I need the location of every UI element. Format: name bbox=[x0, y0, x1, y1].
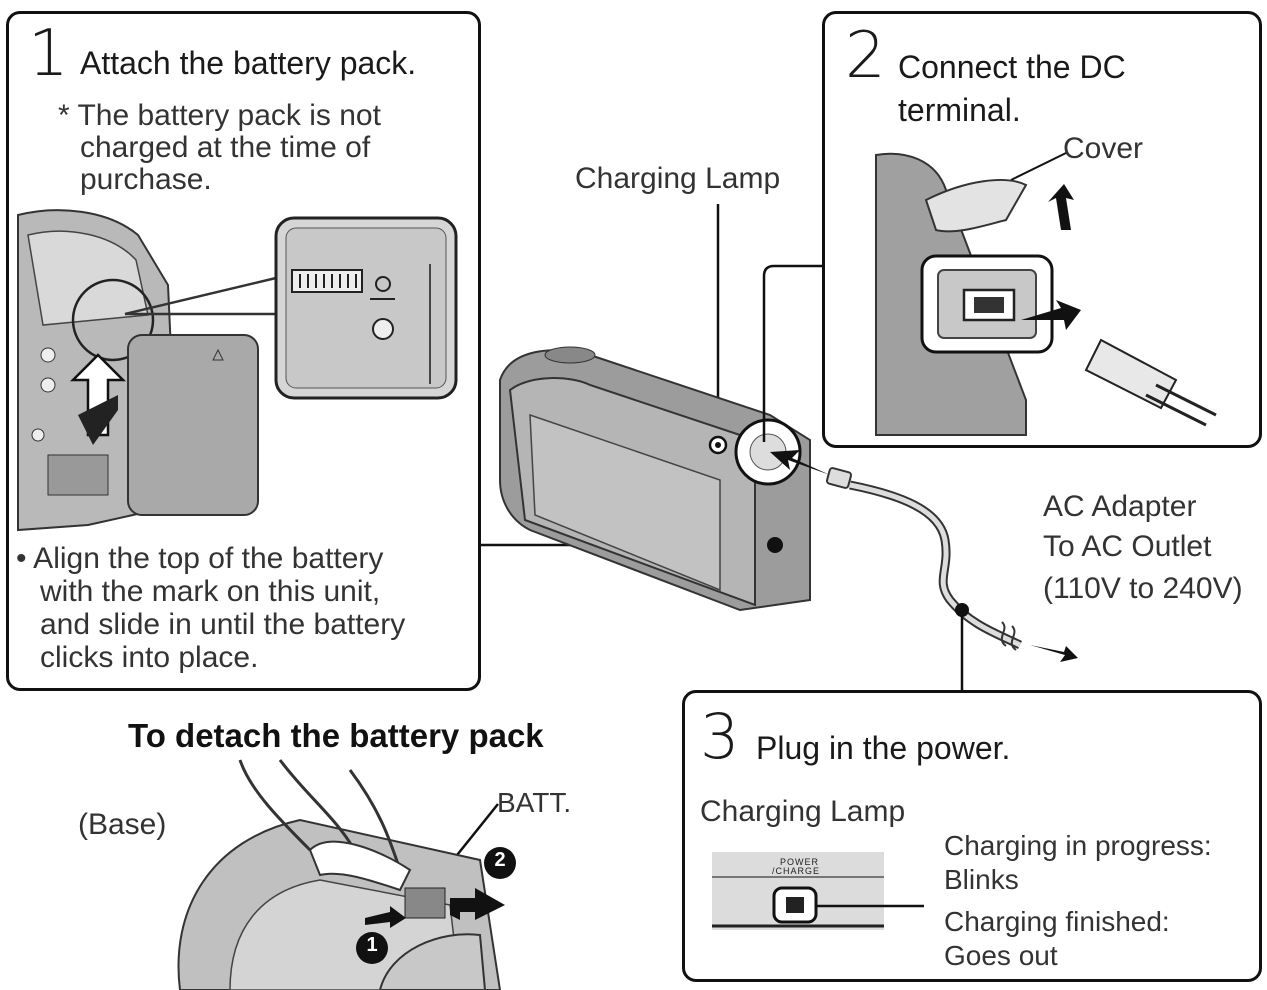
step1-title: Attach the battery pack. bbox=[80, 45, 417, 81]
step3-title: Plug in the power. bbox=[756, 730, 1011, 766]
dc-terminal-illustration bbox=[875, 152, 1217, 436]
step1-note-line-3: purchase. bbox=[80, 163, 212, 196]
step2-title-line-1: Connect the DC bbox=[898, 49, 1126, 85]
status-finished-line-1: Charging finished: bbox=[944, 906, 1170, 937]
step3-lamp-label: Charging Lamp bbox=[700, 795, 906, 828]
batt-label: BATT. bbox=[497, 787, 572, 818]
step2-number: 2 bbox=[845, 19, 886, 93]
battery-attach-illustration bbox=[17, 209, 259, 532]
step1-number: 1 bbox=[28, 17, 69, 91]
step1-instruction-line-1: • Align the top of the battery bbox=[16, 542, 384, 575]
step3-panel bbox=[682, 690, 1262, 982]
adapter-line-2: To AC Outlet bbox=[1043, 530, 1212, 563]
status-progress-line-1: Charging in progress: bbox=[944, 830, 1212, 861]
charging-lamp-panel bbox=[712, 852, 924, 930]
detach-marker-2: 2 bbox=[494, 849, 506, 871]
adapter-line-3: (110V to 240V) bbox=[1043, 572, 1243, 605]
lamp-panel-text-1: POWER bbox=[780, 857, 820, 867]
base-label: (Base) bbox=[78, 808, 167, 841]
detach-illustration bbox=[177, 759, 516, 990]
detach-heading: To detach the battery pack bbox=[128, 717, 544, 754]
cover-label: Cover bbox=[1063, 132, 1144, 165]
step1-instruction-line-4: clicks into place. bbox=[40, 641, 259, 674]
detach-marker-1: 1 bbox=[366, 934, 378, 956]
lamp-panel-text-2: /CHARGE bbox=[772, 866, 821, 876]
camcorder-illustration bbox=[481, 204, 830, 612]
status-finished-line-2: Goes out bbox=[944, 940, 1058, 971]
step1-note-line-1: * The battery pack is not bbox=[58, 99, 381, 132]
adapter-line-1: AC Adapter bbox=[1043, 490, 1197, 523]
center-charging-lamp-label: Charging Lamp bbox=[575, 162, 781, 195]
status-progress-line-2: Blinks bbox=[944, 864, 1019, 895]
ac-adapter-cable bbox=[825, 467, 1078, 692]
step1-note-line-2: charged at the time of bbox=[80, 131, 371, 164]
step1-instruction-line-2: with the mark on this unit, bbox=[40, 575, 381, 608]
terminal-zoom-inset bbox=[124, 216, 458, 400]
step2-title-line-2: terminal. bbox=[898, 92, 1021, 128]
step3-number: 3 bbox=[700, 700, 740, 773]
step1-instruction-line-3: and slide in until the battery bbox=[40, 608, 406, 641]
step2-connector-line bbox=[762, 264, 824, 442]
